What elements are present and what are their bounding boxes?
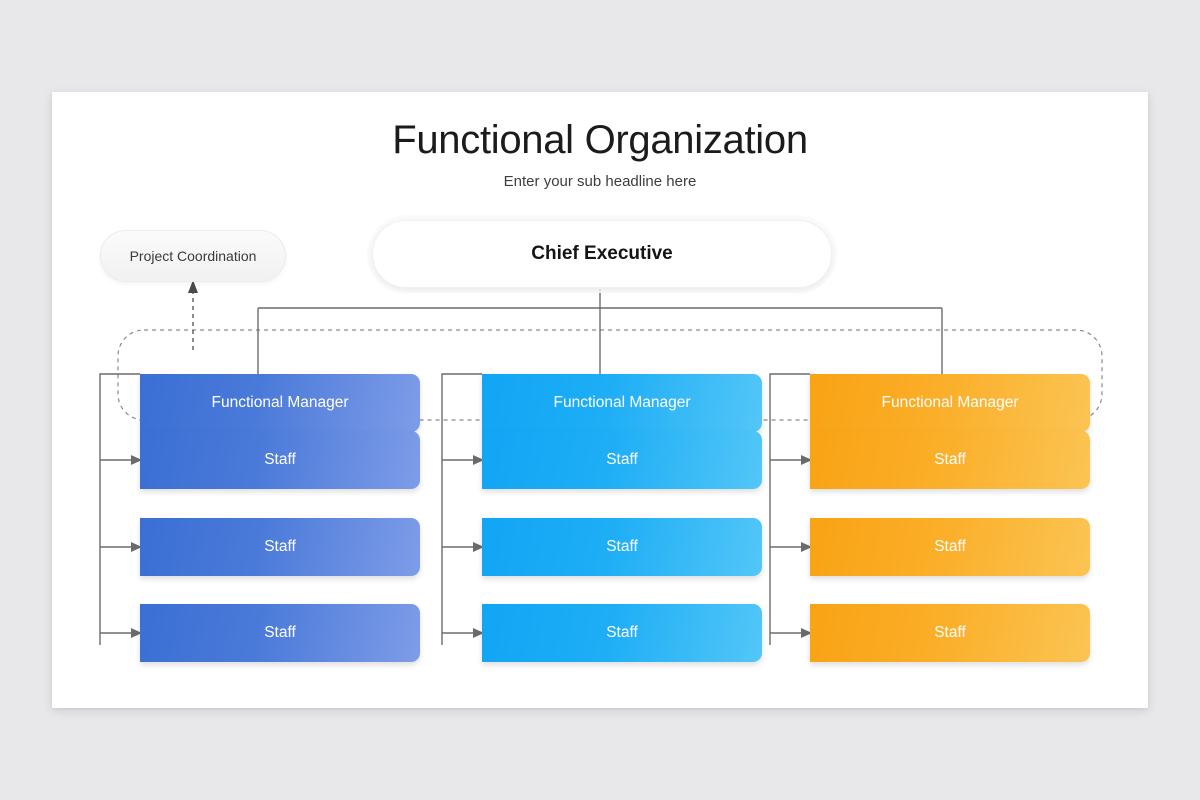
page-title: Functional Organization (392, 118, 808, 162)
spine-column-orange (769, 373, 810, 645)
staff-cyan-3[interactable]: Staff (482, 604, 762, 662)
node-label: Staff (606, 451, 638, 468)
chief-executive-node[interactable]: Chief Executive (372, 220, 832, 288)
node-label: Functional Manager (211, 394, 349, 411)
staff-orange-2[interactable]: Staff (810, 518, 1090, 576)
functional-manager-orange[interactable]: Functional Manager (810, 374, 1090, 432)
node-label: Staff (264, 451, 296, 468)
node-label: Staff (264, 624, 296, 641)
functional-manager-cyan[interactable]: Functional Manager (482, 374, 762, 432)
spine-column-blue (99, 373, 140, 645)
node-label: Staff (606, 624, 638, 641)
spine-column-cyan (441, 373, 482, 645)
staff-blue-3[interactable]: Staff (140, 604, 420, 662)
node-label: Functional Manager (881, 394, 1019, 411)
staff-orange-1[interactable]: Staff (810, 431, 1090, 489)
node-label: Staff (606, 538, 638, 555)
staff-blue-1[interactable]: Staff (140, 431, 420, 489)
node-label: Staff (934, 451, 966, 468)
node-label: Staff (934, 624, 966, 641)
slide-canvas: Functional Organization Enter your sub h… (52, 92, 1148, 708)
project-coordination-node[interactable]: Project Coordination (100, 230, 286, 282)
staff-cyan-1[interactable]: Staff (482, 431, 762, 489)
chief-executive-label: Chief Executive (531, 243, 673, 264)
staff-blue-2[interactable]: Staff (140, 518, 420, 576)
staff-cyan-2[interactable]: Staff (482, 518, 762, 576)
staff-orange-3[interactable]: Staff (810, 604, 1090, 662)
functional-manager-blue[interactable]: Functional Manager (140, 374, 420, 432)
project-coordination-label: Project Coordination (129, 248, 257, 264)
page-subtitle: Enter your sub headline here (503, 173, 697, 190)
node-label: Staff (934, 538, 966, 555)
node-label: Staff (264, 538, 296, 555)
node-label: Functional Manager (553, 394, 691, 411)
